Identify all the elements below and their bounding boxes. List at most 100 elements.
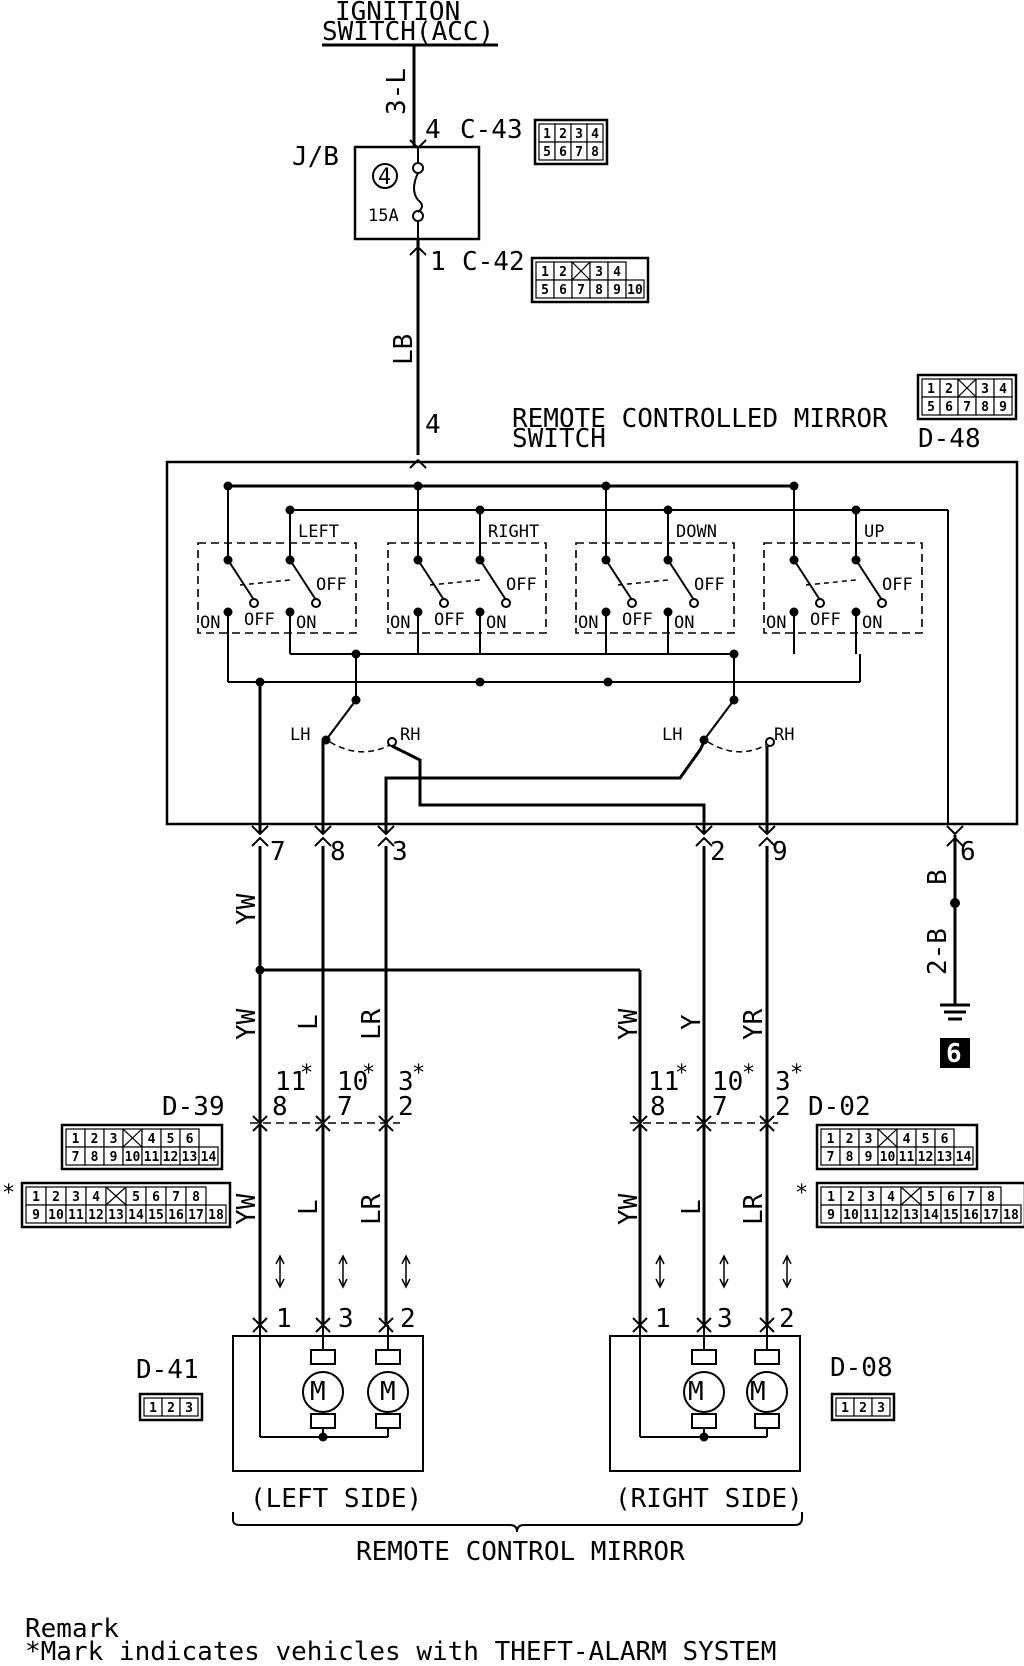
switch-group-box [387,542,547,634]
arrow-head [719,1278,729,1289]
connector-pin-number: 4 [92,1190,100,1205]
d39-pin-2: 2 [398,1092,414,1122]
connector-pin-number: 14 [128,1208,144,1223]
d39-star-11: 11 [275,1067,306,1097]
d02-star-mark-3: * [790,1061,803,1086]
junction-dot [851,505,861,515]
connector-cell [1000,1204,1022,1224]
on-label: ON [578,613,598,633]
connector-pin-number: 2 [52,1190,60,1205]
connector-pin-number: 4 [887,1190,895,1205]
out-pin-7: 7 [270,837,286,867]
connector-pin-number: 5 [922,1132,930,1147]
connector-pin-number: 7 [72,1150,80,1165]
on-label: ON [390,613,410,633]
connector-pin-number: 13 [182,1150,198,1165]
connector-pin-number: 8 [987,1190,995,1205]
connector-pin-number: 11 [899,1150,915,1165]
connector-pin-number: 6 [947,1190,955,1205]
splice-point [950,898,960,908]
left-upper-l: L [294,1014,324,1030]
output-pin-mark [251,825,269,836]
connector-pin-number: 12 [883,1208,899,1223]
connector-pin-number: 5 [927,1190,935,1205]
inline-pin-mark [378,1122,394,1132]
selector-arm [703,699,735,741]
output-pin-mark [946,825,964,836]
switch-group-box [575,542,735,634]
connector-pin-number: 8 [595,283,603,298]
arrow-head [401,1254,411,1265]
connector-pin-number: 4 [613,265,621,280]
connector-pin-number: 16 [963,1208,979,1223]
junction-dot [699,735,709,745]
arrow-head [338,1254,348,1265]
connector-pin-number: 4 [591,127,599,142]
connector-pin-number: 10 [627,283,643,298]
d39-star-mark-3: * [412,1061,425,1086]
connector-pin-number: 9 [827,1208,835,1223]
inline-pin-mark [759,1122,775,1132]
connector-pin-number: 4 [999,382,1007,397]
ground-point-number: 6 [946,1039,962,1069]
out-pin-2: 2 [710,837,726,867]
output-pin-mark [314,825,332,836]
motor-body [302,1371,344,1413]
off-terminal [689,598,699,608]
output-pin-mark [314,836,332,847]
motor-body [683,1371,725,1413]
connector-pin-number: 13 [937,1150,953,1165]
output-pin-mark [251,836,269,847]
output-pin-mark [695,836,713,847]
connector-pin-number: 7 [575,145,583,160]
arrow-head [275,1278,285,1289]
d39-label: D-39 [162,1092,225,1122]
connector-pin-number: 3 [865,1132,873,1147]
connector-pin-number: 3 [72,1190,80,1205]
mirror-title: REMOTE CONTROL MIRROR [356,1537,685,1567]
switch-title-2: SWITCH [512,424,606,454]
d39-pin-7: 7 [337,1092,353,1122]
connector-pin-number: 8 [192,1190,200,1205]
fuse-element [413,172,423,213]
remark-text: *Mark indicates vehicles with THEFT-ALAR… [25,1637,776,1666]
selector-terminal [765,737,775,747]
blank-cavity-mark [957,378,977,398]
connector-pin-number: 15 [943,1208,959,1223]
motor-left-pin-1: 1 [276,1304,292,1334]
connector-pin-number: 10 [48,1208,64,1223]
connector-pin-number: 10 [880,1150,896,1165]
connector-pin-number: 3 [877,1401,885,1416]
off-terminal [501,598,511,608]
right-upper-yr: YR [739,1008,769,1040]
connector-pin-number: 7 [967,1190,975,1205]
c43-label: C-43 [460,115,523,145]
mirror-motors [259,1325,788,1442]
connector-pin-number: 2 [846,1132,854,1147]
switch-contact-arm [855,559,883,601]
connector-pin-number: 6 [152,1190,160,1205]
d39-star-mark-2: * [362,1061,375,1086]
motor-brush-top [754,1349,780,1365]
connector-cell [198,1146,219,1166]
lh-rh-selectors [321,654,775,753]
off-terminal [311,598,321,608]
connector-cell [205,1204,227,1224]
on-label: ON [674,613,694,633]
blank-cavity-mark [900,1186,922,1206]
jb-label: J/B [292,142,339,172]
junction-dot [789,481,799,491]
connector-pin-number: 8 [591,145,599,160]
switch-group-label: DOWN [676,522,717,542]
connector-pin-number: 8 [981,400,989,415]
arrow-head [275,1254,285,1265]
motor-brush-bottom [375,1413,401,1429]
connector-pin-number: 5 [543,145,551,160]
junction-dot [475,677,485,687]
connector-pin-number: 6 [945,400,953,415]
switch-in-pin-mark [409,458,427,469]
connector-pin-number: 17 [188,1208,204,1223]
